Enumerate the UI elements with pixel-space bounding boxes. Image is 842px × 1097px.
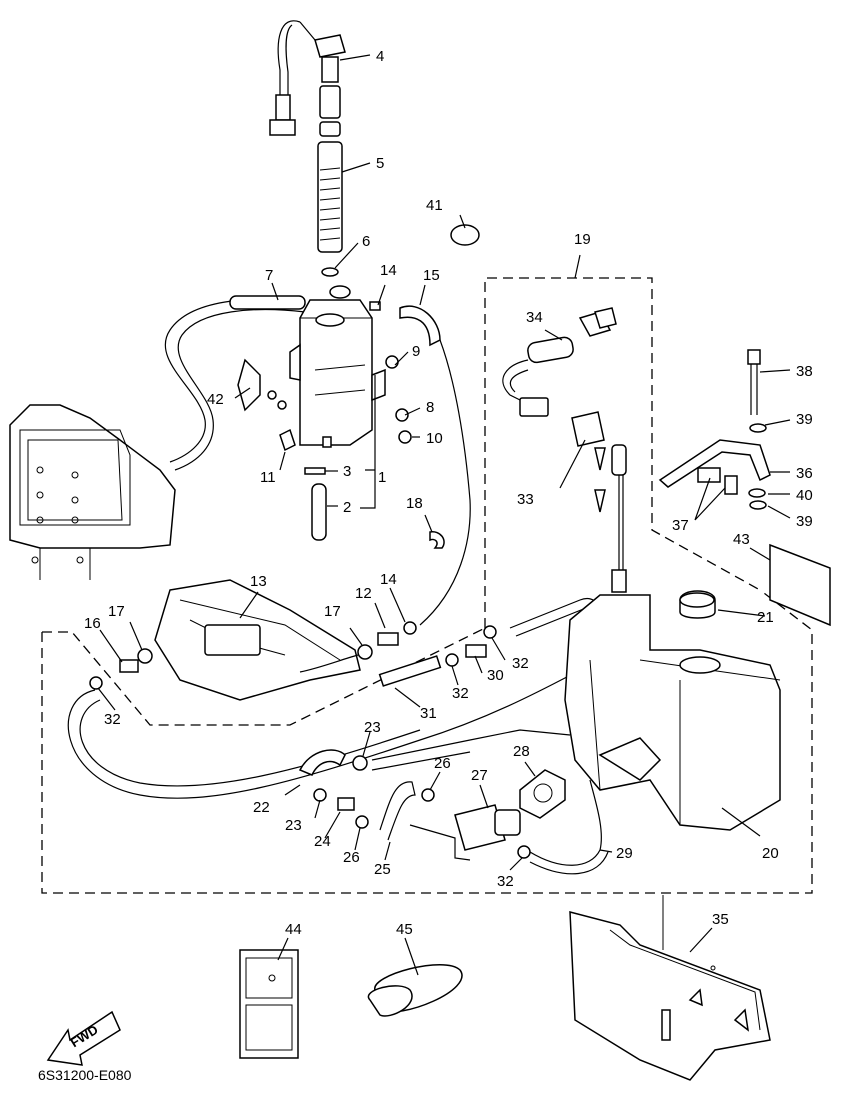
callout-14a: 14 <box>380 262 397 279</box>
callout-39a: 39 <box>796 411 813 428</box>
callout-31: 31 <box>420 705 437 722</box>
strap-and-bolt-parts <box>658 349 771 510</box>
callout-40: 40 <box>796 487 813 504</box>
callout-24: 24 <box>314 833 331 850</box>
callout-5: 5 <box>376 155 384 172</box>
callout-10: 10 <box>426 430 443 447</box>
label-part-44 <box>239 949 299 1059</box>
lower-hoses <box>298 729 609 875</box>
callout-numbers: 1 2 3 4 5 6 7 8 9 10 11 12 13 14 14 15 1… <box>84 48 813 938</box>
oil-tank-part-1 <box>289 299 386 448</box>
callout-42: 42 <box>207 391 224 408</box>
callout-35: 35 <box>712 911 729 928</box>
callout-28: 28 <box>513 743 530 760</box>
callout-38: 38 <box>796 363 813 380</box>
callout-41: 41 <box>426 197 443 214</box>
callout-34: 34 <box>526 309 543 326</box>
callout-45: 45 <box>396 921 413 938</box>
callout-14b: 14 <box>380 571 397 588</box>
callout-2: 2 <box>343 499 351 516</box>
label-part-43 <box>769 543 831 627</box>
callout-7: 7 <box>265 267 273 284</box>
callout-23a: 23 <box>364 719 381 736</box>
callout-20: 20 <box>762 845 779 862</box>
callout-19: 19 <box>574 231 591 248</box>
callout-37: 37 <box>672 517 689 534</box>
callout-6: 6 <box>362 233 370 250</box>
callout-21: 21 <box>757 609 774 626</box>
callout-16: 16 <box>84 615 101 632</box>
engine-cowling <box>9 404 176 580</box>
callout-1: 1 <box>378 469 386 486</box>
callout-32c: 32 <box>104 711 121 728</box>
callout-15: 15 <box>423 267 440 284</box>
callout-12: 12 <box>355 585 372 602</box>
callout-27: 27 <box>471 767 488 784</box>
bracket-part-35 <box>569 895 771 1081</box>
callout-23b: 23 <box>285 817 302 834</box>
callout-43: 43 <box>733 531 750 548</box>
callout-22: 22 <box>253 799 270 816</box>
callout-32d: 32 <box>497 873 514 890</box>
callout-39b: 39 <box>796 513 813 530</box>
callout-36: 36 <box>796 465 813 482</box>
oil-tank-part-20 <box>564 590 781 831</box>
callout-32a: 32 <box>512 655 529 672</box>
small-fittings <box>237 224 480 626</box>
callout-33: 33 <box>517 491 534 508</box>
callout-13: 13 <box>250 573 267 590</box>
filler-neck-parts <box>269 20 346 277</box>
callout-32b: 32 <box>452 685 469 702</box>
fuel-pump-part-27 <box>409 769 566 861</box>
callout-11: 11 <box>260 469 276 486</box>
callout-3: 3 <box>343 463 351 480</box>
group-outline-lower <box>41 277 813 894</box>
callout-17b: 17 <box>324 603 341 620</box>
hose-part-7 <box>164 295 306 471</box>
callout-44: 44 <box>285 921 302 938</box>
part-45 <box>367 963 463 1017</box>
callout-26a: 26 <box>434 755 451 772</box>
wiring-group-part-19 <box>502 307 631 629</box>
hose-fittings <box>67 597 601 799</box>
callout-29: 29 <box>616 845 633 862</box>
engine-top-part-13 <box>154 579 361 701</box>
forward-arrow-icon <box>46 1010 121 1066</box>
callout-9: 9 <box>412 343 420 360</box>
callout-4: 4 <box>376 48 384 65</box>
callout-17a: 17 <box>108 603 125 620</box>
callout-8: 8 <box>426 399 434 416</box>
diagram-code: 6S31200-E080 <box>38 1067 132 1083</box>
callout-18: 18 <box>406 495 423 512</box>
callout-26b: 26 <box>343 849 360 866</box>
callout-25: 25 <box>374 861 391 878</box>
callout-30: 30 <box>487 667 504 684</box>
leader-lines <box>97 54 791 976</box>
